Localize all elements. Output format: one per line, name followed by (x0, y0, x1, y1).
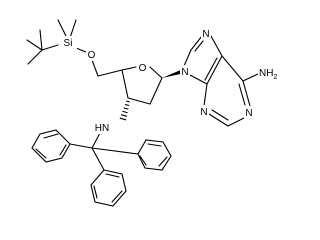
bond-tbu-methyl-3 (39, 29, 43, 51)
bond-c3-c4 (121, 69, 129, 99)
atom-label-n9: N (181, 67, 188, 78)
bond-si-tbu (41, 44, 59, 51)
bond-c4-n3 (203, 83, 208, 107)
bond-c6-c5 (221, 55, 244, 82)
bond-tbu-methyl-1 (26, 39, 43, 51)
chemical-structure: Si O O N N N N NH2 HN (26, 19, 282, 207)
phenyl-ring-1 (31, 129, 71, 163)
bond-c1-c2 (149, 77, 163, 105)
bond-o4-c1 (149, 66, 163, 79)
bond-n1-c6-double (238, 83, 246, 106)
bond-ch2-c4 (97, 69, 123, 77)
bond-ctrityl-ph2 (91, 147, 139, 155)
bond-c2-n1 (227, 117, 245, 127)
bond-si-methyl-a (57, 19, 68, 39)
phenyl-ring-2 (137, 139, 172, 171)
bond-c8-n7 (190, 35, 203, 51)
bond-ctrityl-ph1 (69, 143, 93, 149)
bond-c6-nh2 (242, 73, 259, 82)
atom-label-nh2: NH2 (259, 68, 277, 81)
atom-label-hn: HN (95, 123, 109, 134)
tbs-group (26, 19, 123, 77)
bond-si-o (75, 47, 87, 53)
bond-n-ctrityl (91, 132, 101, 149)
bond-c4-n9 (187, 73, 208, 85)
bond-n1-c6 (242, 80, 251, 107)
phenyl-ring-3 (90, 169, 127, 207)
atom-label-n3: N (200, 107, 207, 118)
bond-si-methyl-b (69, 19, 77, 39)
trityl-group (31, 129, 172, 207)
wedge-c1-n9 (162, 70, 182, 78)
bond-c8-n7-double (194, 40, 204, 52)
atom-label-n7: N (202, 29, 209, 40)
atom-label-o-ring: O (139, 63, 147, 74)
bond-tbu-methyl-2 (27, 49, 43, 65)
bond-n3-c2 (208, 113, 229, 127)
atom-label-si: Si (64, 38, 73, 49)
bond-ctrityl-ph3 (91, 147, 105, 171)
bond-n3-c2-double (211, 109, 229, 121)
adenine (183, 35, 259, 127)
atom-labels: Si O O N N N N NH2 HN (59, 27, 282, 134)
atom-label-n1: N (245, 108, 252, 119)
hash-c3-n (119, 100, 130, 121)
bond-c4-o4 (121, 66, 137, 71)
bond-n7-c5 (210, 35, 223, 57)
bond-n9-c8 (183, 49, 192, 67)
atom-label-o-silyl: O (88, 50, 96, 61)
bond-c2-c3 (127, 97, 151, 105)
bond-c5-c4-double (204, 57, 218, 81)
bond-c5-c4 (206, 55, 223, 85)
sugar-ring (119, 66, 182, 121)
bond-o-ch2 (91, 59, 99, 77)
